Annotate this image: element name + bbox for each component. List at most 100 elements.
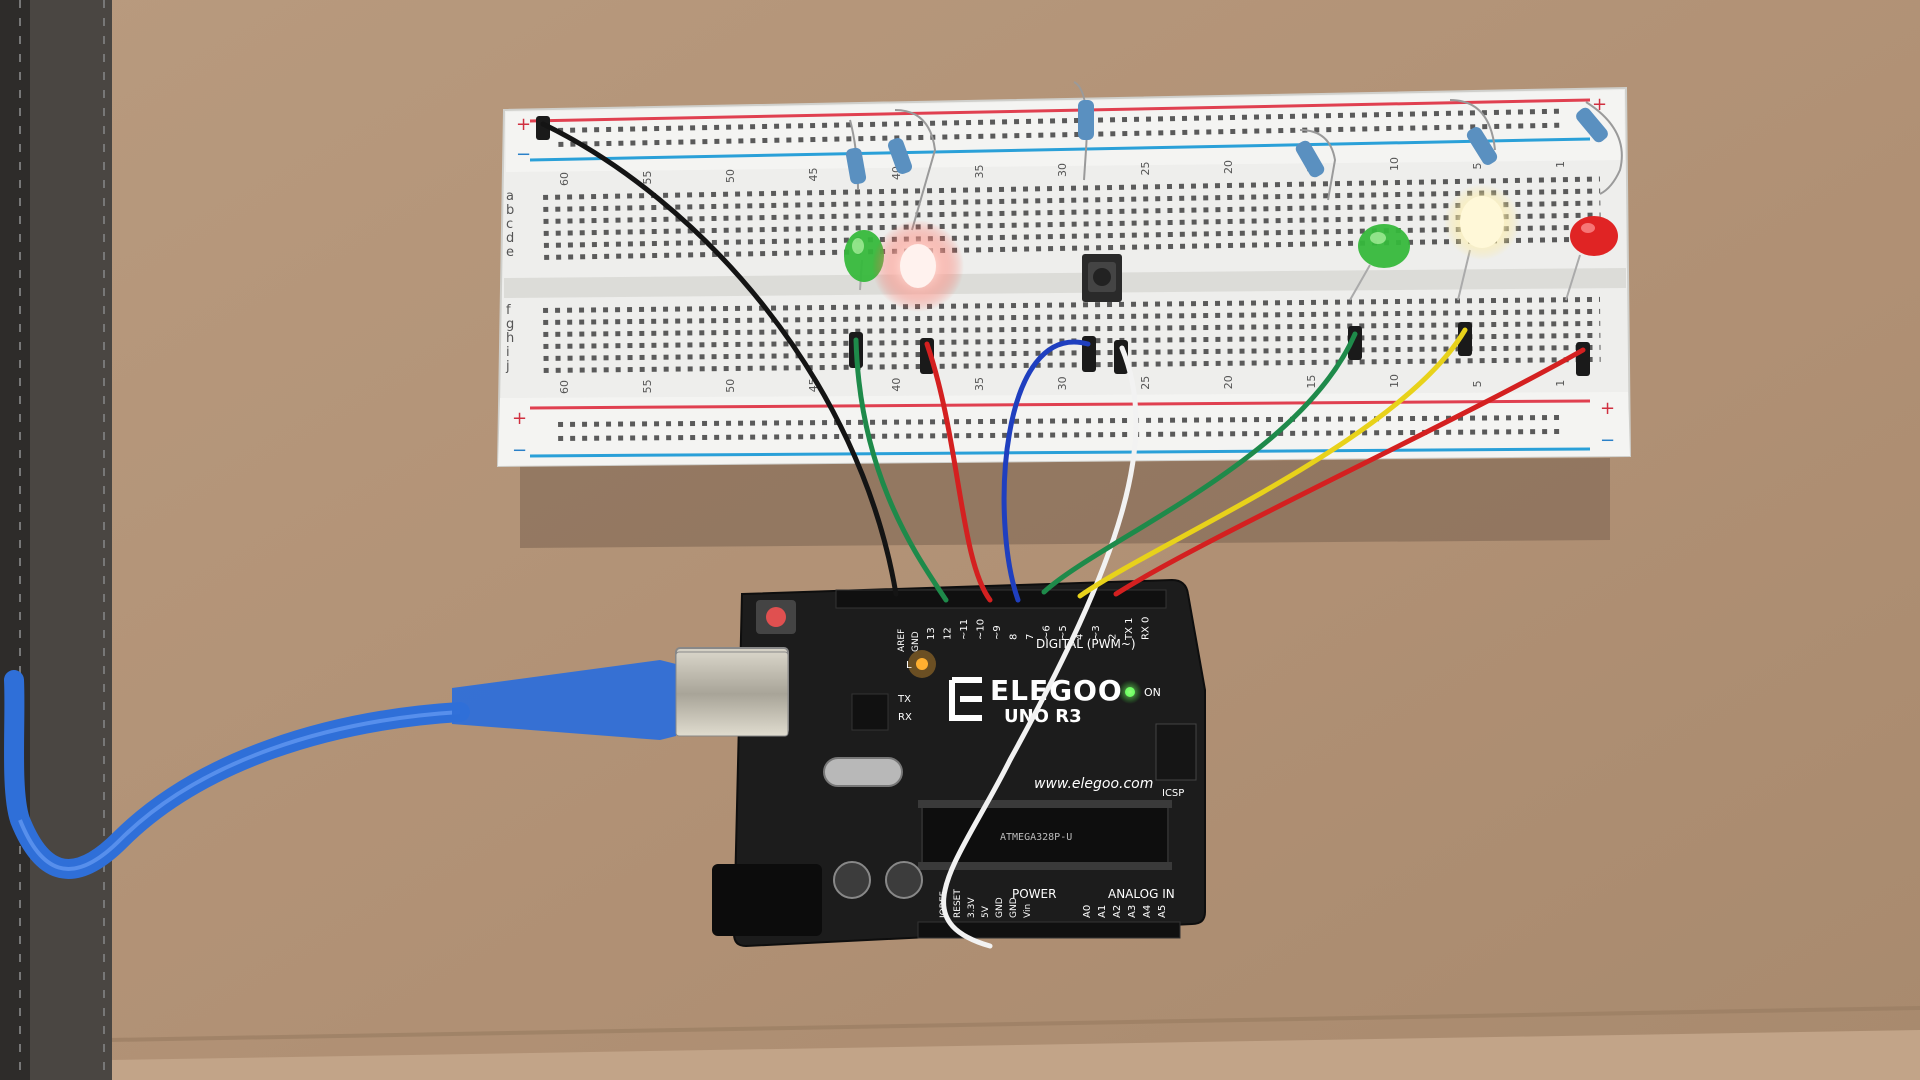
usb-plug-overmold [452,660,676,740]
analog-pin-label: A5 [1157,905,1168,918]
jumper-wires [540,121,1586,949]
column-number: 30 [1056,376,1069,390]
resistors [845,81,1623,231]
rail-plus-bottom-left: + [512,408,527,429]
power-pin-label: Vin [1023,904,1033,918]
power-pin-label: RESET [953,889,963,918]
digital-pin-label: ~9 [992,625,1003,640]
bottom-rail-blue-line [529,447,1591,458]
digital-pin-label: TX 1 [1124,618,1135,642]
bottom-rail-holes [555,410,1566,446]
column-number: 1 [1554,380,1567,387]
power-pin-label: GND [1009,897,1019,918]
power-pin-label: 5V [981,905,991,918]
row-letter: d [506,231,514,246]
jumper-wire [941,345,1139,949]
analog-label: ANALOG IN [1108,887,1175,901]
usb-cable [4,651,789,879]
jumper-wire [1041,331,1358,595]
row-letter: j [505,359,510,374]
power-pin-label: GND [995,897,1005,918]
tx-label: TX [897,694,911,705]
digital-pin-label: 4 [1075,634,1086,640]
capacitor [885,861,923,899]
terminal-strip-bottom-holes [540,293,1601,377]
icsp-label: ICSP [1162,788,1184,799]
breadboard-shadow [520,458,1610,548]
aref-label: AREF [897,629,907,652]
digital-pin-label: 7 [1025,634,1036,640]
analog-pin-label: A4 [1142,905,1153,918]
column-number: 50 [724,169,737,183]
terminal-strip-top-holes [539,173,1602,264]
l-led [916,658,928,670]
resistor [1449,99,1498,165]
digital-pin-label: ~11 [959,619,970,640]
chip-socket-top [918,800,1172,808]
rail-minus-top-left: − [516,144,531,165]
rail-minus-bottom-right: − [1600,430,1615,451]
website-text: www.elegoo.com [1034,776,1153,792]
row-letter: i [506,345,510,360]
mat-stitching [19,0,105,1080]
row-letters-left: a b c d e f g h i j [505,189,514,374]
resistor [1295,129,1337,201]
rail-plus-bottom-right: + [1600,398,1615,419]
digital-pin-label: 8 [1009,634,1020,640]
column-number: 10 [1388,157,1401,171]
rx-label: RX [898,712,912,723]
digital-pin-label: 2 [1108,634,1119,640]
gnd-label: GND [911,631,921,652]
capacitor [833,861,871,899]
l-label: L [906,660,912,671]
brand-text: ELEGOO [990,674,1123,707]
column-number: 15 [1305,375,1318,389]
column-number: 30 [1056,163,1069,177]
on-led-glow [1118,680,1142,704]
cardboard-edge [110,1030,1920,1080]
cardboard-crease [109,1006,1920,1042]
column-number: 25 [1139,162,1152,176]
column-number: 10 [1388,374,1401,388]
usb-plug-metal [675,651,789,737]
model-text: UNO R3 [1004,706,1082,727]
column-number: 55 [641,379,654,393]
analog-pin-label: A0 [1082,905,1093,918]
on-label: ON [1144,686,1161,699]
column-number: 50 [724,379,737,393]
led-red-lit [872,220,964,312]
row-letter: c [506,217,513,232]
leds [844,184,1618,312]
pushbutton [1082,254,1122,302]
digital-pin-label: RX 0 [1141,617,1152,640]
dc-barrel-jack [712,864,822,936]
row-letter: e [506,245,514,260]
digital-pin-label: ~3 [1091,625,1102,640]
digital-pin-label: ~6 [1042,625,1053,640]
column-number: 1 [1554,161,1567,168]
row-letter: a [506,189,514,204]
column-number: 60 [558,380,571,394]
resistor [1576,101,1623,195]
top-rail-holes [554,104,1566,152]
digital-pin-label: 12 [943,627,954,640]
center-trench [504,268,1626,298]
elegoo-logo-icon [949,677,982,721]
row-letter: g [506,317,514,332]
analog-pin-label: A1 [1097,905,1108,918]
chip-label: ATMEGA328P-U [1000,832,1072,843]
column-number: 25 [1139,376,1152,390]
crystal-oscillator [823,757,903,787]
column-number: 5 [1471,380,1484,387]
chip-socket-bottom [918,862,1172,870]
resistor [888,109,937,231]
column-number: 35 [973,165,986,179]
jumper-wire [1113,347,1586,597]
led-green-right [1349,224,1410,301]
rail-minus-bottom-left: − [512,440,527,461]
power-analog-header [917,921,1181,939]
digital-pin-label: ~10 [976,619,987,640]
